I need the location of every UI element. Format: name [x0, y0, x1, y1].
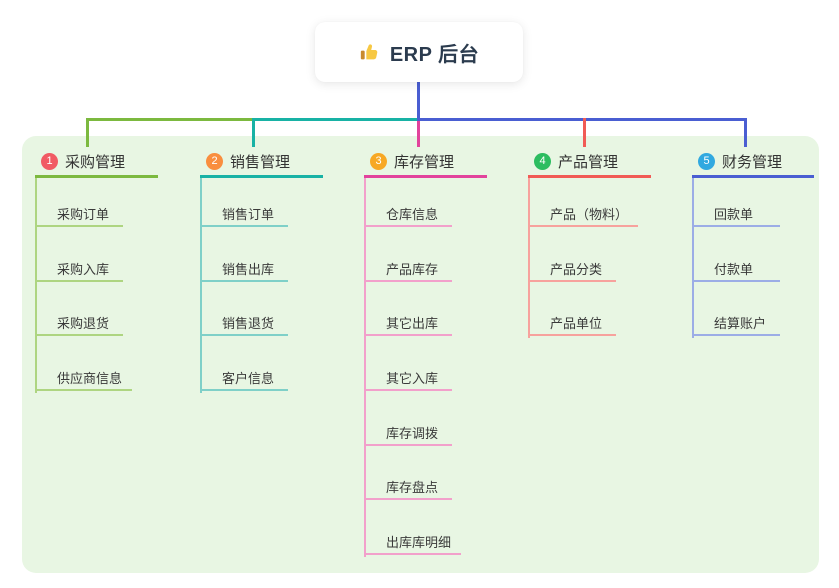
root-label: ERP 后台 [389, 43, 480, 66]
connector-branch-4 [583, 118, 586, 147]
branch-number-badge: 5 [698, 153, 715, 170]
branch-spine-4 [528, 178, 530, 338]
thumbs-up-icon [359, 41, 381, 63]
branch-spine-1 [35, 178, 37, 393]
mindmap-node[interactable]: 销售订单 [200, 203, 288, 227]
branch-header-1[interactable]: 1 采购管理 [35, 148, 158, 178]
mindmap-node[interactable]: 采购订单 [35, 203, 123, 227]
mindmap-node[interactable]: 出库库明细 [364, 531, 462, 555]
bus-segment-teal [252, 118, 417, 121]
mindmap-node[interactable]: 回款单 [692, 203, 780, 227]
branch-header-2[interactable]: 2 销售管理 [200, 148, 323, 178]
branch-number-badge: 2 [206, 153, 223, 170]
mindmap-node[interactable]: 结算账户 [692, 312, 780, 336]
mindmap-node[interactable]: 库存盘点 [364, 476, 452, 500]
connector-branch-5 [744, 118, 747, 147]
connector-branch-2 [252, 118, 255, 147]
mindmap-node[interactable]: 仓库信息 [364, 203, 452, 227]
connector-branch-3 [417, 121, 420, 147]
mindmap-node[interactable]: 其它出库 [364, 312, 452, 336]
mindmap-node[interactable]: 客户信息 [200, 367, 288, 391]
branch-title: 产品管理 [558, 154, 619, 171]
branch-title: 采购管理 [65, 154, 126, 171]
background-panel [22, 136, 819, 573]
branch-number-badge: 1 [41, 153, 58, 170]
branch-header-5[interactable]: 5 财务管理 [692, 148, 814, 178]
mindmap-node[interactable]: 库存调拨 [364, 422, 452, 446]
bus-segment-indigo [417, 118, 747, 121]
mindmap-node[interactable]: 销售出库 [200, 258, 288, 282]
mindmap-node[interactable]: 产品（物料） [528, 203, 639, 227]
mindmap-node[interactable]: 付款单 [692, 258, 780, 282]
mindmap-node[interactable]: 采购退货 [35, 312, 123, 336]
branch-number-badge: 4 [534, 153, 551, 170]
branch-spine-2 [200, 178, 202, 393]
mindmap-node[interactable]: 其它入库 [364, 367, 452, 391]
branch-title: 销售管理 [230, 154, 291, 171]
mindmap-node[interactable]: 产品库存 [364, 258, 452, 282]
connector-branch-1 [86, 118, 89, 147]
mindmap-node[interactable]: 产品分类 [528, 258, 616, 282]
mindmap-node[interactable]: 采购入库 [35, 258, 123, 282]
branch-title: 库存管理 [394, 154, 455, 171]
root-node[interactable]: ERP 后台 [315, 22, 523, 82]
bus-segment-green [86, 118, 252, 121]
branch-title: 财务管理 [722, 154, 783, 171]
branch-header-4[interactable]: 4 产品管理 [528, 148, 651, 178]
branch-number-badge: 3 [370, 153, 387, 170]
branch-header-3[interactable]: 3 库存管理 [364, 148, 487, 178]
branch-spine-3 [364, 178, 366, 557]
mindmap-node[interactable]: 产品单位 [528, 312, 616, 336]
mindmap-node[interactable]: 销售退货 [200, 312, 288, 336]
mindmap-node[interactable]: 供应商信息 [35, 367, 133, 391]
root-stem-connector [417, 82, 420, 121]
branch-spine-5 [692, 178, 694, 338]
